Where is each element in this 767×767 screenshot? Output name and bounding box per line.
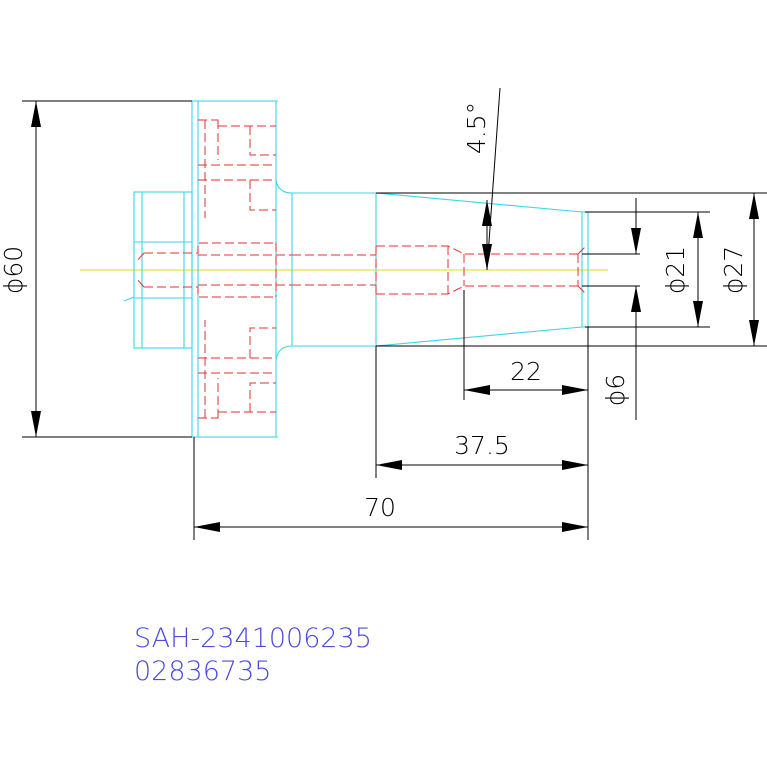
dim-len22: 22 bbox=[510, 357, 542, 386]
dim-dia60: ϕ60 bbox=[0, 246, 28, 294]
title-block: SAH-2341006235 02836735 bbox=[134, 623, 372, 687]
dimension-lines bbox=[22, 87, 767, 540]
hidden-lines bbox=[135, 119, 587, 419]
part-outline bbox=[123, 100, 589, 438]
dim-angle: 4.5° bbox=[462, 102, 491, 154]
dim-len70: 70 bbox=[364, 493, 396, 522]
dim-dia21: ϕ21 bbox=[661, 246, 690, 294]
dim-dia27: ϕ27 bbox=[719, 246, 748, 294]
dim-len37-5: 37.5 bbox=[454, 431, 510, 460]
dimension-texts: ϕ60 4.5° ϕ21 ϕ27 ϕ6 22 37.5 70 bbox=[0, 102, 748, 522]
dim-dia6: ϕ6 bbox=[601, 374, 630, 406]
part-code: 02836735 bbox=[134, 656, 271, 687]
part-number: SAH-2341006235 bbox=[134, 623, 372, 654]
